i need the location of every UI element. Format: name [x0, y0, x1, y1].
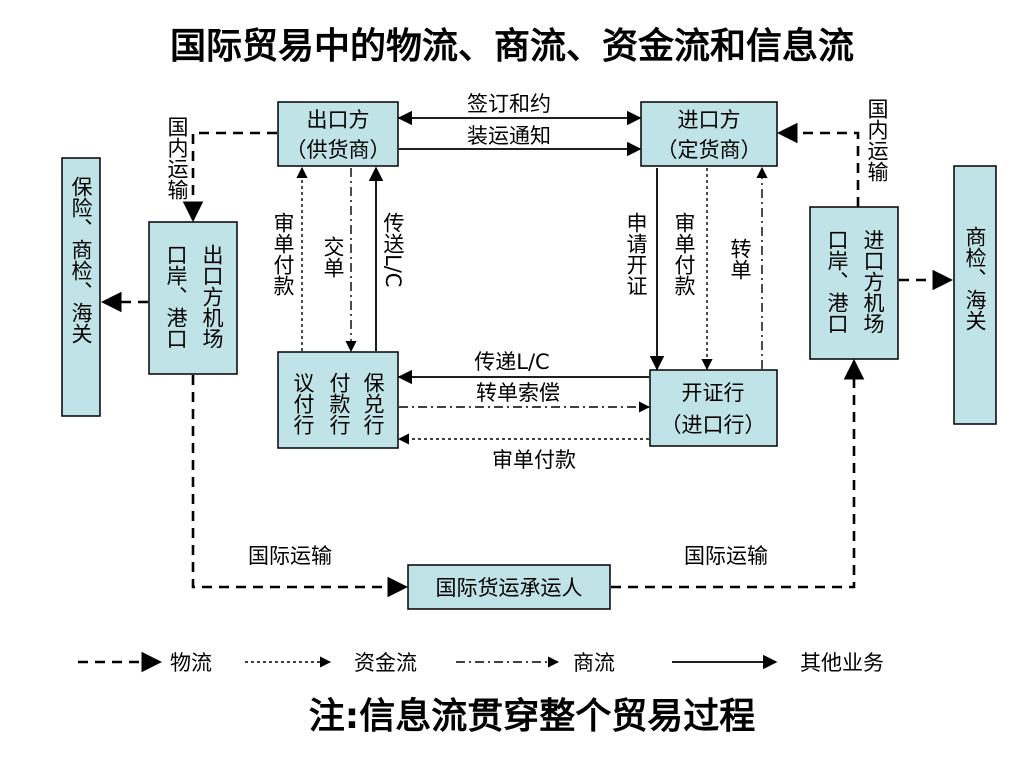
export-port-col-2: 口岸、港口 [164, 244, 188, 349]
issuing-bank-box: 开证行 （进口行） [649, 369, 778, 447]
left-services-text: 保险、商检、海关 [69, 176, 93, 344]
legend: 物流 资金流 商流 其他业务 [78, 651, 884, 675]
shipping-notice-label: 装运通知 [467, 124, 551, 148]
page-title: 国际贸易中的物流、商流、资金流和信息流 [170, 25, 854, 67]
issuing-bank-line-2: （进口行） [661, 413, 766, 437]
right-services-box: 商检、海关 [953, 165, 997, 425]
issuing-bank-line-1: 开证行 [682, 381, 745, 405]
importer-box: 进口方 （定货商） [640, 101, 778, 167]
import-port-col-1: 进口方机场 [861, 229, 885, 334]
bank-negotiating: 议付行 [291, 372, 315, 435]
bank-confirming: 保兑行 [361, 372, 385, 435]
footer-note: 注:信息流贯穿整个贸易过程 [309, 696, 755, 737]
intl-right-label: 国际运输 [684, 544, 768, 568]
exporter-line-1: 出口方 [307, 108, 370, 132]
intl-right-arrow [611, 358, 865, 589]
apply-lc-label: 申请开证 [624, 212, 648, 296]
bank-paying: 付款行 [327, 372, 351, 435]
domestic-right-label: 国内运输 [865, 98, 889, 182]
domestic-left-arrow [182, 131, 277, 223]
export-port-box: 出口方机场 口岸、港口 [148, 221, 238, 375]
domestic-left-label: 国内运输 [165, 116, 189, 200]
left-services-box: 保险、商检、海关 [61, 157, 101, 417]
exporter-box: 出口方 （供货商） [277, 101, 399, 167]
importer-line-1: 进口方 [678, 108, 741, 132]
deliver-docs-label: 交单 [321, 236, 345, 278]
transfer-claim-label: 转单索偿 [476, 381, 560, 405]
legend-capital-label: 资金流 [354, 651, 417, 675]
import-port-col-2: 口岸、港口 [825, 229, 849, 334]
intl-left-label: 国际运输 [248, 544, 332, 568]
review-pay-2-label: 审单付款 [672, 212, 696, 296]
right-services-text: 商检、海关 [963, 226, 987, 331]
banks-box: 保兑行 付款行 议付行 [277, 351, 399, 449]
legend-commerce-label: 商流 [573, 651, 615, 675]
intl-left-arrow [191, 375, 409, 598]
exporter-line-2: （供货商） [286, 138, 391, 162]
transmit-lc-1-label: 传送L/C [381, 212, 405, 287]
review-pay-1-label: 审单付款 [271, 212, 295, 296]
sign-contract-label: 签订和约 [467, 92, 551, 116]
import-port-box: 进口方机场 口岸、港口 [809, 206, 899, 360]
review-pay-3-label: 审单付款 [492, 448, 576, 472]
importer-line-2: （定货商） [657, 138, 762, 162]
domestic-right-arrow [776, 122, 860, 207]
carrier-text: 国际货运承运人 [436, 576, 583, 600]
export-port-col-1: 出口方机场 [200, 244, 224, 349]
legend-other-label: 其他业务 [800, 651, 884, 675]
transfer-docs-label: 转单 [728, 238, 752, 280]
transmit-lc-2-label: 传递L/C [474, 350, 549, 374]
legend-logistics-label: 物流 [170, 651, 212, 675]
carrier-box: 国际货运承运人 [407, 564, 611, 610]
